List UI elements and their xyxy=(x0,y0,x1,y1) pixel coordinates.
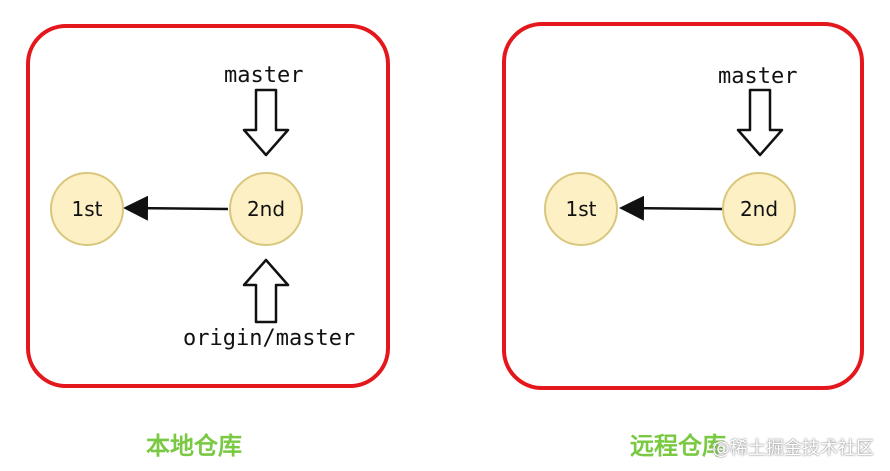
local-origin-master-label: origin/master xyxy=(183,326,356,351)
local-commit-2nd: 2nd xyxy=(229,172,303,246)
local-parent-arrow xyxy=(123,195,229,221)
remote-master-pointer xyxy=(736,88,784,157)
remote-commit-1st: 1st xyxy=(544,172,618,246)
remote-repo-title: 远程仓库 xyxy=(630,432,726,460)
remote-master-label: master xyxy=(718,64,798,89)
local-master-label: master xyxy=(224,63,304,88)
watermark-text: @稀土掘金技术社区 xyxy=(712,438,874,459)
remote-commit-2nd: 2nd xyxy=(722,172,796,246)
local-commit-1st: 1st xyxy=(50,172,124,246)
local-master-pointer xyxy=(242,88,290,157)
local-origin-master-pointer xyxy=(242,258,290,324)
local-repo-title: 本地仓库 xyxy=(146,432,242,460)
remote-parent-arrow xyxy=(619,195,723,221)
